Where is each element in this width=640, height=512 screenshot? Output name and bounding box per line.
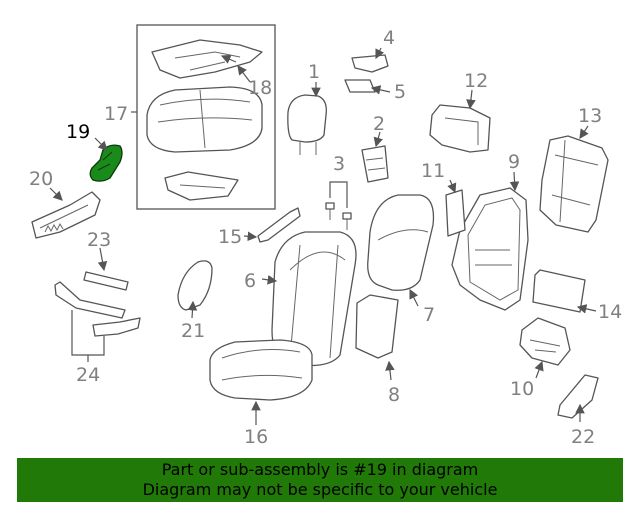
label-15: 15 bbox=[218, 226, 242, 248]
label-20: 20 bbox=[29, 168, 53, 190]
part-22 bbox=[557, 374, 599, 419]
part-3-screws bbox=[325, 202, 352, 230]
part-12 bbox=[429, 104, 491, 153]
label-4: 4 bbox=[383, 27, 395, 49]
part-4 bbox=[351, 54, 389, 73]
part-number-labels: 1 2 3 4 5 6 7 8 9 10 11 12 13 14 15 16 1… bbox=[29, 27, 622, 448]
label-12: 12 bbox=[464, 70, 488, 92]
label-19-highlighted: 19 bbox=[66, 121, 90, 143]
label-11: 11 bbox=[421, 160, 445, 182]
part-20 bbox=[31, 191, 101, 239]
label-3: 3 bbox=[333, 153, 345, 175]
label-2: 2 bbox=[373, 113, 385, 135]
label-1: 1 bbox=[308, 61, 320, 83]
label-5: 5 bbox=[394, 81, 406, 103]
part-2 bbox=[361, 145, 389, 183]
part-9-seat-frame bbox=[451, 187, 529, 311]
label-21: 21 bbox=[181, 320, 205, 342]
label-6: 6 bbox=[244, 270, 256, 292]
label-10: 10 bbox=[510, 378, 534, 400]
label-14: 14 bbox=[598, 301, 622, 323]
part-15 bbox=[257, 207, 301, 243]
info-banner: Part or sub-assembly is #19 in diagram D… bbox=[17, 458, 623, 502]
banner-line-part-reference: Part or sub-assembly is #19 in diagram bbox=[161, 460, 479, 479]
part-1-headrest bbox=[287, 94, 327, 155]
banner-line-disclaimer: Diagram may not be specific to your vehi… bbox=[142, 480, 498, 499]
label-7: 7 bbox=[423, 304, 435, 326]
label-17: 17 bbox=[104, 103, 128, 125]
label-9: 9 bbox=[508, 151, 520, 173]
label-18: 18 bbox=[248, 77, 272, 99]
part-23 bbox=[83, 271, 129, 291]
part-16-seat-cushion bbox=[209, 339, 313, 401]
part-21 bbox=[177, 260, 213, 311]
label-13: 13 bbox=[578, 105, 602, 127]
part-17-cushion-assembly-box bbox=[136, 24, 276, 210]
part-5 bbox=[344, 79, 376, 93]
label-22: 22 bbox=[571, 426, 595, 448]
label-23: 23 bbox=[87, 229, 111, 251]
part-11 bbox=[445, 189, 466, 237]
part-24 bbox=[54, 281, 141, 337]
leader-lines bbox=[49, 47, 597, 425]
part-13-back-panel bbox=[539, 135, 609, 233]
part-8 bbox=[355, 294, 399, 359]
part-7-pad bbox=[367, 194, 435, 291]
label-16: 16 bbox=[244, 426, 268, 448]
label-8: 8 bbox=[388, 384, 400, 406]
part-14 bbox=[532, 269, 586, 313]
part-10 bbox=[519, 317, 571, 366]
part-19-highlighted[interactable] bbox=[89, 144, 123, 182]
label-24: 24 bbox=[76, 364, 100, 386]
